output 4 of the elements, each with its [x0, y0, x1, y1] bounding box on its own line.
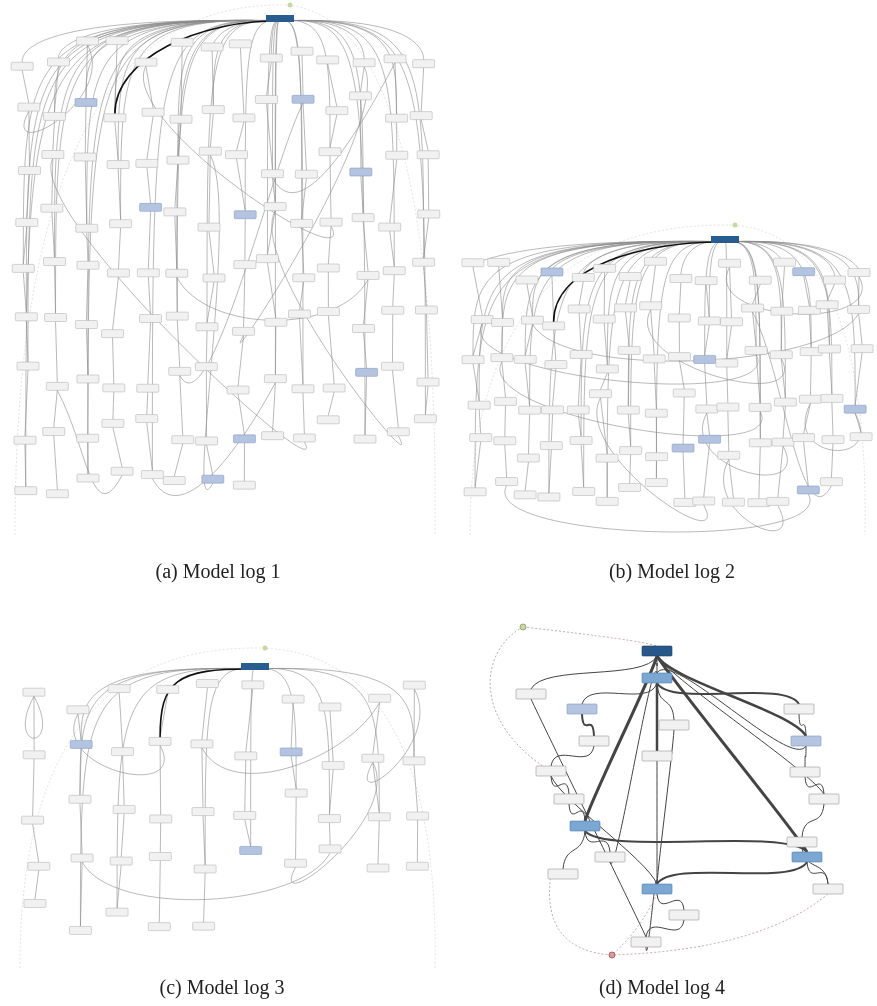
panel-caption: (c) Model log 3: [159, 976, 285, 999]
panel-caption: (b) Model log 2: [608, 560, 736, 583]
panel-caption: (d) Model log 4: [598, 976, 726, 999]
panel-caption: (a) Model log 1: [155, 560, 281, 583]
